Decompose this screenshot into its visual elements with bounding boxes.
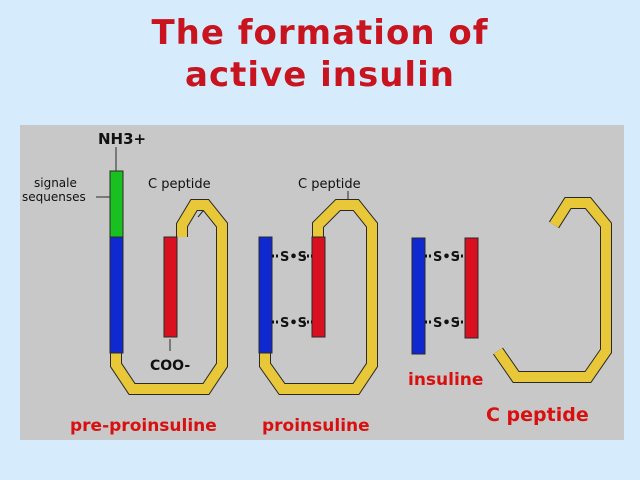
insuline-disulfide-bond-1: S•S [433, 250, 460, 265]
insulin-formation-diagram: NH3+ signale sequenses C peptide COO- pr… [20, 125, 624, 440]
proinsuline-disulfide-bond-1: S•S [280, 250, 307, 265]
insuline-molecule [411, 237, 479, 355]
proinsuline-b-chain [258, 236, 273, 354]
signal-label-line-2: sequenses [22, 190, 86, 204]
proinsuline-molecule [258, 191, 378, 395]
pre-proinsuline-molecule [96, 147, 228, 395]
caption-pre-proinsuline: pre-proinsuline [70, 416, 217, 436]
proinsuline-a-chain [311, 236, 326, 338]
insuline-a-chain [464, 237, 479, 339]
title-line-2: active insulin [185, 55, 455, 95]
caption-proinsuline: proinsuline [262, 416, 370, 436]
c-peptide-label-1: C peptide [148, 177, 211, 192]
signal-label-line-1: signale [34, 176, 77, 190]
free-c-peptide-molecule [493, 197, 612, 383]
pre-proinsuline-b-chain [109, 236, 124, 354]
c-peptide-label-2: C peptide [298, 177, 361, 192]
slide-title: The formation of active insulin [0, 12, 640, 96]
free-c-peptide-chain [493, 198, 611, 382]
signal-sequence-segment [109, 170, 124, 238]
proinsuline-disulfide-bond-2: S•S [280, 316, 307, 331]
proinsuline-c-peptide-chain [260, 200, 377, 394]
insuline-b-chain [411, 237, 426, 355]
caption-insuline: insuline [408, 370, 483, 390]
caption-c-peptide: C peptide [486, 404, 589, 426]
nh3-label: NH3+ [98, 130, 146, 148]
insuline-disulfide-bond-2: S•S [433, 316, 460, 331]
title-line-1: The formation of [151, 13, 489, 53]
pre-proinsuline-c-peptide-chain [111, 200, 227, 394]
coo-label: COO- [150, 358, 190, 374]
pre-proinsuline-a-chain [163, 236, 178, 338]
